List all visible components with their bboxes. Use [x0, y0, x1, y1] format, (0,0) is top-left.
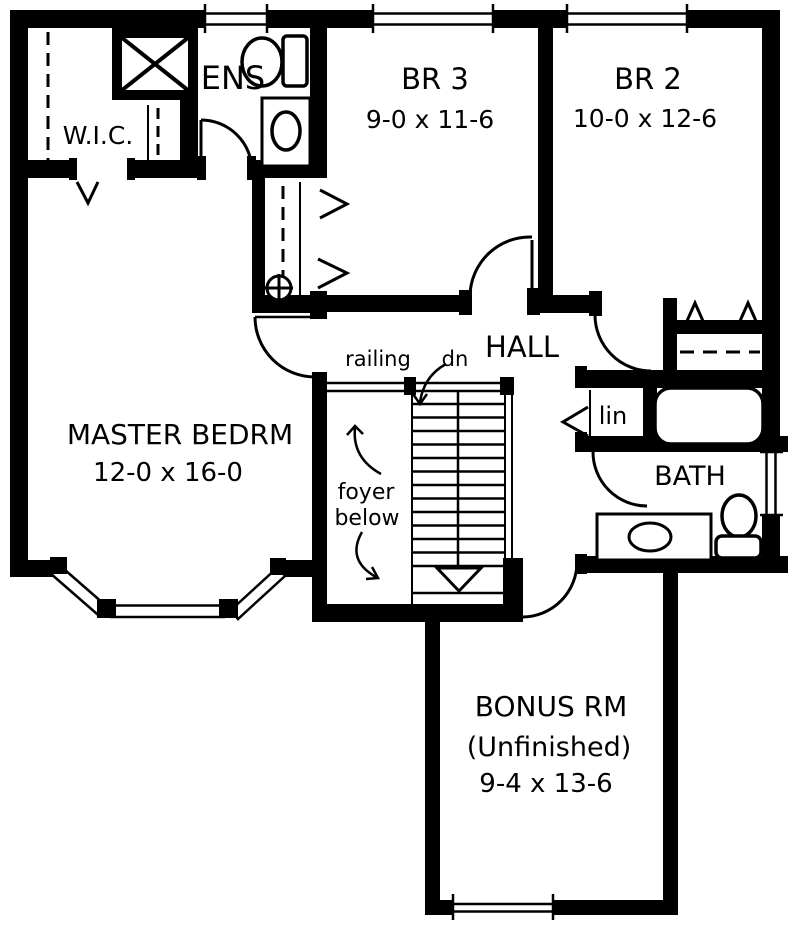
annotation-railing: railing — [345, 347, 411, 371]
door-ens — [199, 118, 254, 172]
ceiling-fixture-icon — [265, 274, 293, 302]
stair-down-arrow-icon — [433, 566, 485, 594]
door-br2 — [593, 314, 652, 373]
window-bonus — [451, 894, 555, 920]
bath-toilet-icon — [714, 493, 763, 560]
room-label-wic: W.I.C. — [63, 121, 134, 150]
window-bath — [760, 450, 783, 517]
window-br2 — [565, 4, 689, 33]
room-dims-br3: 9-0 x 11-6 — [366, 105, 494, 134]
room-label-master: MASTER BEDRM — [67, 418, 293, 451]
bathtub-icon — [653, 386, 765, 446]
ens-sink-icon — [260, 96, 312, 168]
room-dims-br2: 10-0 x 12-6 — [573, 104, 717, 133]
windows — [48, 4, 783, 920]
room-dims-bonus: 9-4 x 13-6 — [479, 769, 612, 799]
door-bath — [591, 451, 648, 508]
room-label-hall: HALL — [485, 330, 559, 364]
window-br3 — [371, 4, 495, 33]
annotation-dn: dn — [442, 347, 469, 371]
lin-door-mark-icon — [560, 405, 589, 438]
br3-closet-door-mark2-icon — [317, 257, 351, 290]
annotation-below: below — [334, 506, 399, 531]
window-bay-master — [48, 557, 287, 621]
doors — [199, 118, 652, 619]
room-label-bonus: BONUS RM — [475, 690, 627, 723]
ens-toilet-icon — [240, 34, 309, 88]
stairs — [327, 381, 513, 606]
room-dims-master: 12-0 x 16-0 — [93, 458, 243, 488]
annotation-foyer: foyer — [338, 480, 396, 505]
door-bonus — [522, 561, 579, 619]
room-label-br2: BR 2 — [614, 62, 682, 96]
room-note-bonus: (Unfinished) — [467, 732, 632, 763]
shower-box-icon — [112, 28, 198, 100]
labels: W.I.C. ENS BR 3 9-0 x 11-6 BR 2 10-0 x 1… — [63, 59, 726, 799]
br2-closet-door-mark2-icon — [734, 299, 762, 331]
door-br3 — [468, 235, 534, 296]
foyer-arrow-down-icon — [355, 531, 381, 581]
br2-closet-door-mark-icon — [681, 299, 709, 331]
dn-arrow-icon — [411, 362, 447, 407]
opening-marks — [75, 181, 762, 438]
fixtures — [240, 34, 765, 562]
window-ens-top — [203, 4, 269, 33]
room-label-br3: BR 3 — [401, 62, 469, 96]
bath-sink-icon — [595, 512, 713, 562]
br3-closet-door-mark-icon — [319, 188, 351, 220]
foyer-arrow-up-icon — [346, 424, 382, 476]
room-label-ens: ENS — [201, 59, 265, 97]
wic-door-mark-icon — [75, 181, 100, 207]
room-label-bath: BATH — [654, 461, 726, 492]
room-label-lin: lin — [599, 402, 628, 430]
annotation-arrows — [346, 362, 447, 581]
door-master — [253, 315, 316, 379]
